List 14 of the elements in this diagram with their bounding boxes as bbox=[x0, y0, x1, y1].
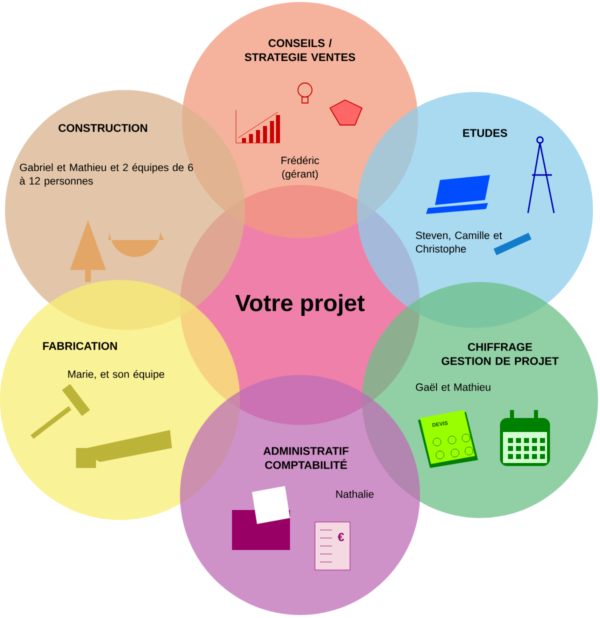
team-names: Frédéric (gérant) bbox=[282, 156, 320, 180]
team-names: Marie, et son équipe bbox=[68, 370, 164, 380]
team-names: Gabriel et Mathieu et 2 équipes de 6 à 12 personnes bbox=[20, 163, 193, 187]
heading: CONSEILS / STRATEGIE VENTES bbox=[244, 38, 356, 62]
title: Votre projet bbox=[235, 294, 365, 316]
heading: CHIFFRAGE GESTION DE PROJET bbox=[442, 343, 559, 365]
team-names: Gaël et Mathieu bbox=[416, 383, 490, 391]
team-names: Steven, Camille et Christophe bbox=[416, 231, 502, 255]
team-names: Nathalie bbox=[336, 490, 374, 498]
heading: FABRICATION bbox=[43, 342, 117, 350]
currency-sign: € bbox=[338, 532, 344, 542]
heading: ADMINISTRATIF COMPTABILITÉ bbox=[263, 447, 348, 469]
heading: ETUDES bbox=[463, 129, 508, 137]
heading: CONSTRUCTION bbox=[58, 124, 148, 132]
